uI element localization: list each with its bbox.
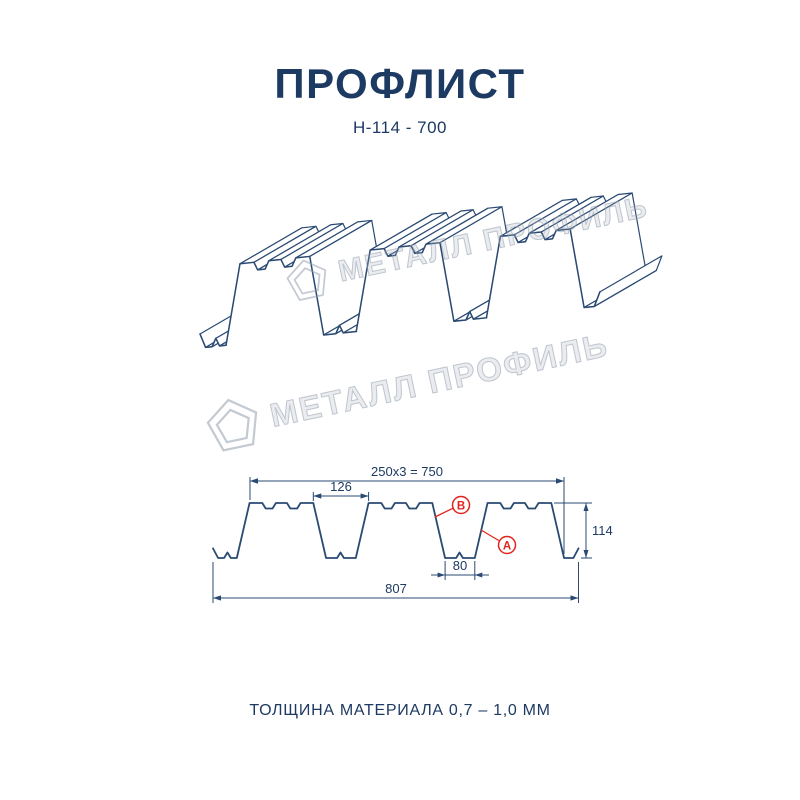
marker-a-label: А — [503, 541, 511, 553]
dim-flange-label: 80 — [453, 558, 467, 573]
dim-crest-label: 126 — [330, 479, 352, 494]
dim-pitch: 250x3 = 750 — [249, 464, 565, 554]
dim-flange: 80 — [431, 558, 489, 580]
dimension-annotations: 250x3 = 750 126 80 — [212, 464, 613, 603]
profile-model: Н-114 - 700 — [352, 118, 447, 137]
profile-3d-view — [199, 192, 663, 349]
surface-markers: В А — [434, 495, 517, 555]
marker-b-label: В — [457, 501, 465, 513]
material-thickness-note: ТОЛЩИНА МАТЕРИАЛА 0,7 – 1,0 ММ — [249, 702, 551, 719]
dim-height-label: 114 — [592, 523, 613, 538]
marker-a: А — [480, 529, 517, 555]
dim-height: 114 — [554, 502, 613, 559]
profile-cross-section — [212, 502, 580, 559]
dim-crest-opening: 126 — [312, 479, 370, 501]
dim-pitch-label: 250x3 = 750 — [371, 464, 443, 479]
header: ПРОФЛИСТ Н-114 - 700 — [0, 60, 800, 138]
dim-overall-label: 807 — [385, 581, 407, 596]
marker-b: В — [434, 495, 471, 518]
page-title: ПРОФЛИСТ — [274, 60, 526, 107]
footer: ТОЛЩИНА МАТЕРИАЛА 0,7 – 1,0 ММ — [0, 702, 800, 720]
dim-overall-width: 807 — [212, 562, 579, 603]
